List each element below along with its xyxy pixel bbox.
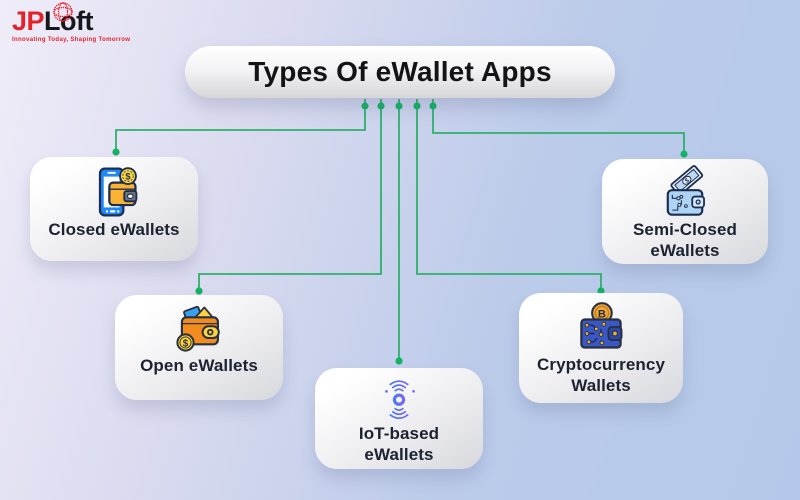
diagram-title-text: Types Of eWallet Apps [248,56,552,87]
svg-text:$: $ [684,177,692,185]
svg-text:$: $ [183,338,189,349]
node-closed-ewallets: $ Closed eWallets [30,157,198,261]
node-iot-based-ewallets: IoT-based eWallets [315,368,483,469]
logo-jp: JP [12,6,45,36]
svg-text:B: B [598,308,606,320]
open-wallet-icon: $ [170,302,228,356]
node-semi-closed-ewallets: $ Semi-Closed eWallets [602,159,768,264]
node-label: Cryptocurrency Wallets [537,355,665,395]
node-label: Closed eWallets [48,220,180,239]
phone-wallet-icon: $ [86,164,142,220]
jploft-logo: JPLoft Innovating Today, Shaping Tomorro… [12,2,192,43]
node-cryptocurrency-wallets: B [519,293,683,403]
diagram-title: Types Of eWallet Apps [185,46,615,98]
crypto-wallet-icon: B [573,299,629,355]
node-label: Open eWallets [140,356,258,375]
banknote-wallet-icon: $ [656,164,714,220]
svg-text:$: $ [125,172,131,182]
node-open-ewallets: $ Open eWallets [115,295,283,400]
dotted-globe-icon [53,2,73,22]
node-label: IoT-based eWallets [358,424,440,464]
iot-signal-icon [363,374,435,424]
logo-tagline: Innovating Today, Shaping Tomorrow [12,37,131,43]
logo-wordmark: JPLoft [12,2,192,36]
node-label: Semi-Closed eWallets [632,220,738,260]
logo-loft: Loft [44,6,93,36]
